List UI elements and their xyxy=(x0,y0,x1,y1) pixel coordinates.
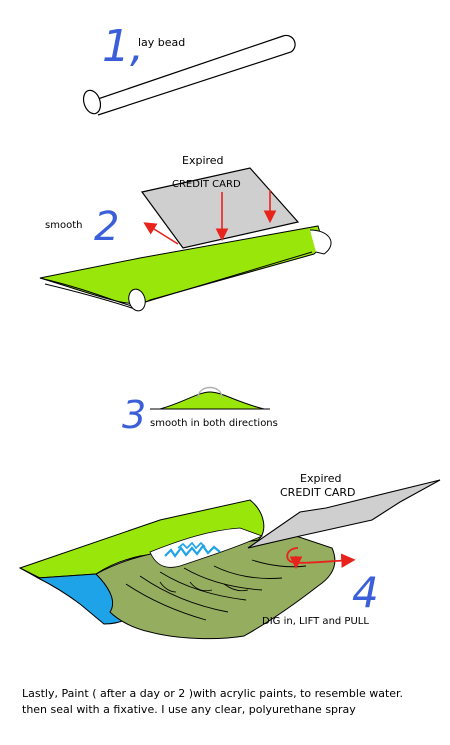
step1-bead xyxy=(82,34,296,116)
step4-scene xyxy=(18,499,336,640)
step4-card-line1: Expired xyxy=(300,472,342,485)
step4-label: DIG in, LIFT and PULL xyxy=(262,616,369,627)
caption-line-1: Lastly, Paint ( after a day or 2 )with a… xyxy=(22,687,404,700)
step2-arrows xyxy=(143,190,277,245)
step2-card-line1: Expired xyxy=(182,154,224,167)
step2-strip xyxy=(39,225,332,312)
step4-number: 4 xyxy=(352,568,379,617)
step3-label: smooth in both directions xyxy=(150,418,278,429)
step4-credit-card xyxy=(247,479,441,549)
step2-credit-card xyxy=(140,167,300,249)
step4-arrows xyxy=(286,547,356,570)
step2-label: smooth xyxy=(45,220,83,231)
step2-card-line2: CREDIT CARD xyxy=(172,179,241,190)
step4-card-line2: CREDIT CARD xyxy=(280,486,356,499)
step3-number: 3 xyxy=(122,393,147,437)
step2-number: 2 xyxy=(94,204,120,250)
caption-line-2: then seal with a fixative. I use any cle… xyxy=(22,703,356,716)
step1-number: 1, xyxy=(102,21,144,72)
step3-cross-section xyxy=(150,386,270,410)
closing-instructions: Lastly, Paint ( after a day or 2 )with a… xyxy=(22,686,432,718)
step1-label: lay bead xyxy=(138,36,186,49)
